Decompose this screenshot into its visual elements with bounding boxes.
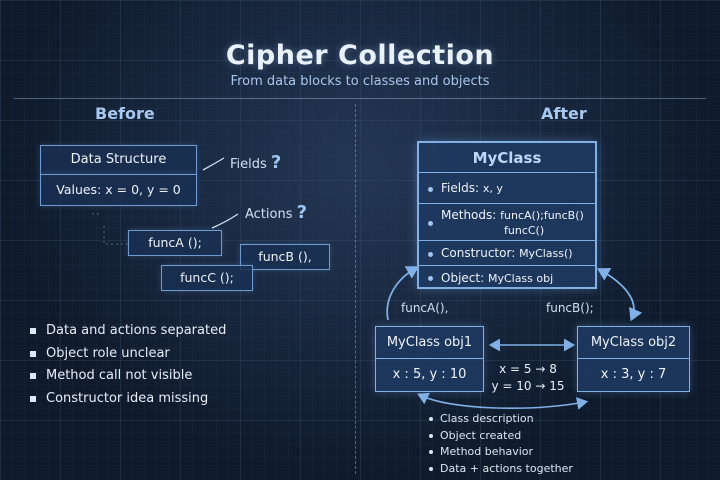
- page-subtitle: From data blocks to classes and objects: [230, 74, 490, 89]
- object-box-obj1: MyClass obj1 x : 5, y : 10: [375, 326, 484, 392]
- fields-pointer: [202, 157, 225, 171]
- class-row-object: Object: MyClass obj: [419, 267, 595, 289]
- arrow-class-to-obj1: [386, 266, 420, 321]
- header-divider: [14, 98, 706, 99]
- fields-annotation: Fields ?: [230, 152, 282, 173]
- after-bullet-list: Class description Object created Method …: [428, 411, 573, 477]
- class-name: MyClass: [419, 143, 595, 173]
- before-bullet-list: Data and actions separated Object role u…: [28, 320, 226, 410]
- myclass-box: MyClass Fields: x, y Methods: funcA();fu…: [417, 141, 597, 289]
- class-row-constructor: Constructor: MyClass(): [419, 242, 595, 266]
- func-b-box: funcB (),: [240, 244, 330, 270]
- change-x: x = 5 → 8: [499, 362, 557, 376]
- arrow-class-to-obj2: [596, 267, 643, 322]
- func-a-box: funcA ();: [128, 230, 222, 256]
- object-values: x : 5, y : 10: [392, 367, 467, 382]
- class-row-methods: Methods: funcA();funcB() funcC(): [419, 205, 595, 241]
- data-structure-values: Values: x = 0, y = 0: [40, 174, 197, 206]
- list-item: Data and actions separated: [28, 320, 226, 343]
- value-changes: x = 5 → 8 y = 10 → 15: [487, 361, 569, 395]
- arrow-label-funcb: funcB();: [546, 301, 594, 315]
- list-item: Data + actions together: [428, 461, 573, 478]
- object-name: MyClass obj2: [578, 327, 689, 359]
- column-divider: [355, 104, 356, 474]
- dotted-connector: [92, 213, 128, 245]
- list-item: Method behavior: [428, 444, 573, 461]
- object-box-obj2: MyClass obj2 x : 3, y : 7: [577, 326, 690, 392]
- arrow-label-funca: funcA(),: [401, 301, 449, 315]
- question-mark-icon: ?: [270, 152, 282, 173]
- list-item: Class description: [428, 411, 573, 428]
- list-item: Method call not visible: [28, 365, 226, 388]
- actions-annotation: Actions ?: [245, 202, 308, 223]
- list-item: Constructor idea missing: [28, 388, 226, 411]
- actions-pointer: [211, 213, 239, 229]
- list-item: Object created: [428, 428, 573, 445]
- class-row-fields: Fields: x, y: [419, 174, 595, 204]
- object-name: MyClass obj1: [376, 327, 483, 359]
- func-c-box: funcC ();: [161, 265, 253, 291]
- page-title: Cipher Collection: [225, 40, 495, 71]
- before-heading: Before: [95, 104, 155, 123]
- arrow-bottom-curve: [417, 392, 589, 410]
- list-item: Object role unclear: [28, 343, 226, 366]
- question-mark-icon: ?: [296, 202, 308, 223]
- object-values: x : 3, y : 7: [600, 367, 667, 382]
- after-heading: After: [541, 104, 587, 123]
- change-y: y = 10 → 15: [491, 379, 565, 393]
